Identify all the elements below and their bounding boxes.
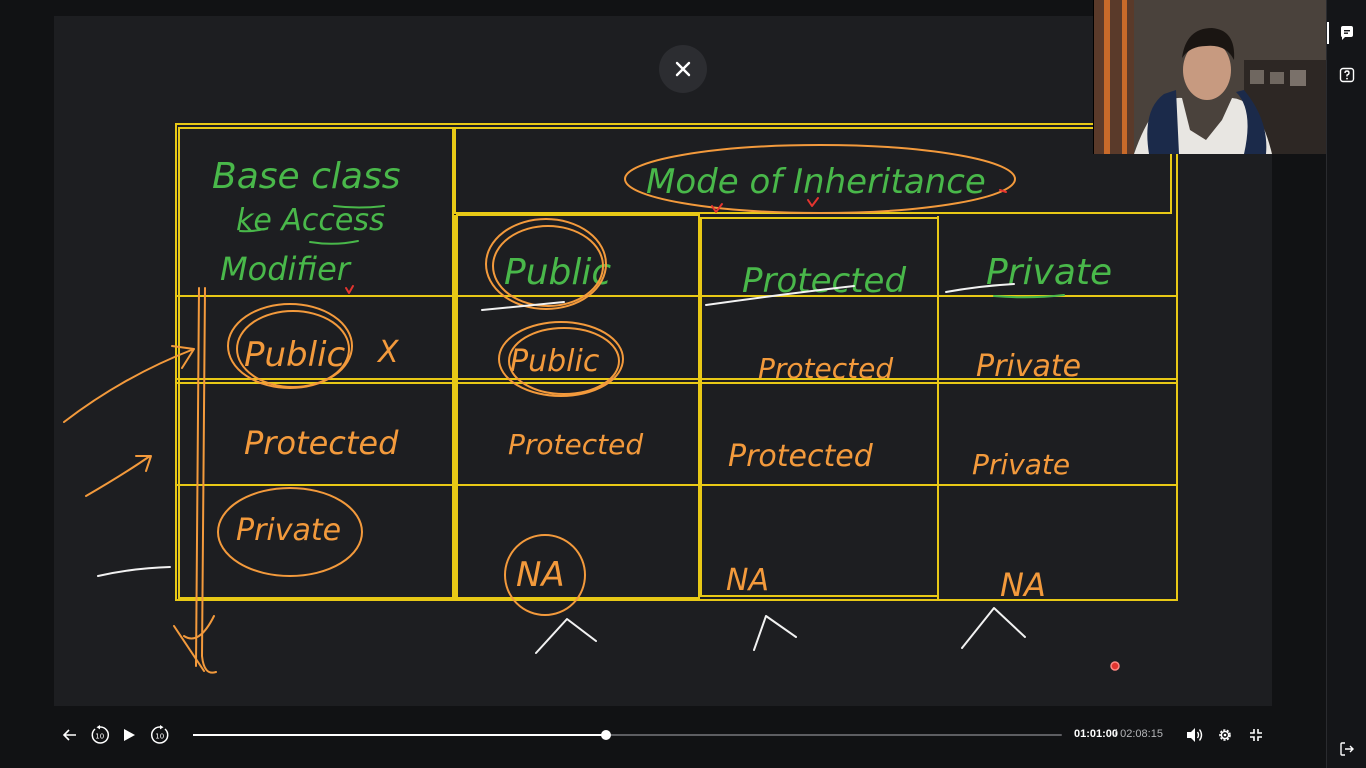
gear-icon <box>1219 729 1231 741</box>
underline-private-header <box>993 294 1065 299</box>
help-icon <box>1339 67 1355 83</box>
ink-annotations <box>63 144 1065 674</box>
circle-public-base <box>227 303 353 389</box>
red-tick-4 <box>999 189 1007 193</box>
vertical-down-arrow <box>173 287 217 674</box>
seek-bar-progress <box>193 734 606 736</box>
header-base-line3: Modifier <box>220 250 352 288</box>
volume-icon <box>1187 728 1203 742</box>
row3-cell-private: NA <box>1000 566 1046 604</box>
underline-class <box>333 205 385 209</box>
row2-cell-private: Private <box>972 448 1070 481</box>
arrow-to-public-row <box>63 345 195 423</box>
col-header-protected: Protected <box>742 261 906 301</box>
circle-public-cell-2 <box>508 327 620 395</box>
table-outer-border <box>175 123 1178 601</box>
white-caret-public <box>535 618 597 654</box>
chat-icon <box>1341 26 1353 40</box>
laser-pointer-dot <box>1110 661 1120 671</box>
play-icon <box>124 729 135 741</box>
white-underline-private <box>945 283 1015 293</box>
row2-base: Protected <box>244 424 399 462</box>
back-arrow-icon <box>63 729 76 741</box>
col-header-private: Private <box>986 252 1112 293</box>
circle-public-header <box>485 218 607 310</box>
exit-fullscreen-button[interactable] <box>1243 722 1269 748</box>
chat-button[interactable] <box>1337 23 1357 43</box>
white-dash-private-row <box>97 566 171 577</box>
header-base-line1: Base class <box>212 156 400 197</box>
red-tick-2 <box>807 197 819 207</box>
forward-10-icon: 10 <box>151 725 169 744</box>
exit-icon <box>1340 742 1354 756</box>
help-button[interactable] <box>1337 65 1357 85</box>
arrow-to-protected-row <box>85 455 152 497</box>
circle-public-base-2 <box>236 310 350 388</box>
current-time: 01:01:00 <box>1074 728 1119 740</box>
seek-bar[interactable] <box>193 730 1062 740</box>
row1-mark: X <box>376 335 400 370</box>
underline-access <box>309 240 359 245</box>
video-stage[interactable]: Base class ke Access Modifier Mode of In… <box>54 16 1272 706</box>
table-inner-border <box>178 127 454 599</box>
protected-col-box <box>700 217 939 597</box>
forward-10-button[interactable]: 10 <box>147 722 173 748</box>
white-caret-protected <box>753 615 797 651</box>
seek-bar-handle[interactable] <box>600 730 611 740</box>
row3-cell-protected: NA <box>726 563 769 598</box>
row1-cell-private: Private <box>976 349 1081 384</box>
webcam-preview[interactable] <box>1093 0 1327 154</box>
header-mode-text: Mode of Inheritance <box>646 162 986 202</box>
circle-na-public <box>504 534 586 616</box>
white-caret-private <box>961 607 1026 649</box>
col-header-public: Public <box>504 252 611 293</box>
circle-public-cell <box>498 321 624 397</box>
svg-text:10: 10 <box>155 732 164 740</box>
header-base-line2: ke Access <box>236 203 385 238</box>
exit-button[interactable] <box>1337 739 1357 759</box>
volume-button[interactable] <box>1182 722 1208 748</box>
red-tick-1 <box>711 203 723 213</box>
settings-button[interactable] <box>1212 722 1238 748</box>
presenter-video <box>1094 0 1327 154</box>
row3-base: Private <box>236 513 341 548</box>
circle-mode-of-inheritance <box>624 144 1016 214</box>
red-tick-3 <box>345 285 354 294</box>
row1-cell-public: Public <box>510 344 600 379</box>
white-underline-public <box>481 301 565 311</box>
right-side-rail <box>1326 0 1366 768</box>
play-button[interactable] <box>116 722 142 748</box>
underline-ke <box>239 228 265 233</box>
back-button[interactable] <box>57 722 83 748</box>
white-underline-protected <box>705 285 855 306</box>
row3-cell-public: NA <box>516 555 565 595</box>
close-icon <box>675 61 691 77</box>
rewind-10-icon: 10 <box>91 725 109 744</box>
table-grid <box>175 123 1178 601</box>
close-button[interactable] <box>659 45 707 93</box>
rail-active-marker <box>1327 22 1329 44</box>
row2-cell-protected: Protected <box>728 439 874 474</box>
row1-base: Public <box>244 335 346 375</box>
rewind-10-button[interactable]: 10 <box>87 722 113 748</box>
total-duration: / 02:08:15 <box>1114 728 1163 740</box>
circle-public-header-2 <box>492 225 604 307</box>
row1-cell-protected: Protected <box>758 352 893 385</box>
svg-text:10: 10 <box>95 732 104 740</box>
circle-private-base <box>217 487 363 577</box>
row2-cell-public: Protected <box>508 428 643 461</box>
player-controls: 10 10 01:01:00 / 02:08:15 <box>54 718 1272 752</box>
exit-fullscreen-icon <box>1250 729 1262 741</box>
whiteboard-canvas: Base class ke Access Modifier Mode of In… <box>63 123 1178 674</box>
